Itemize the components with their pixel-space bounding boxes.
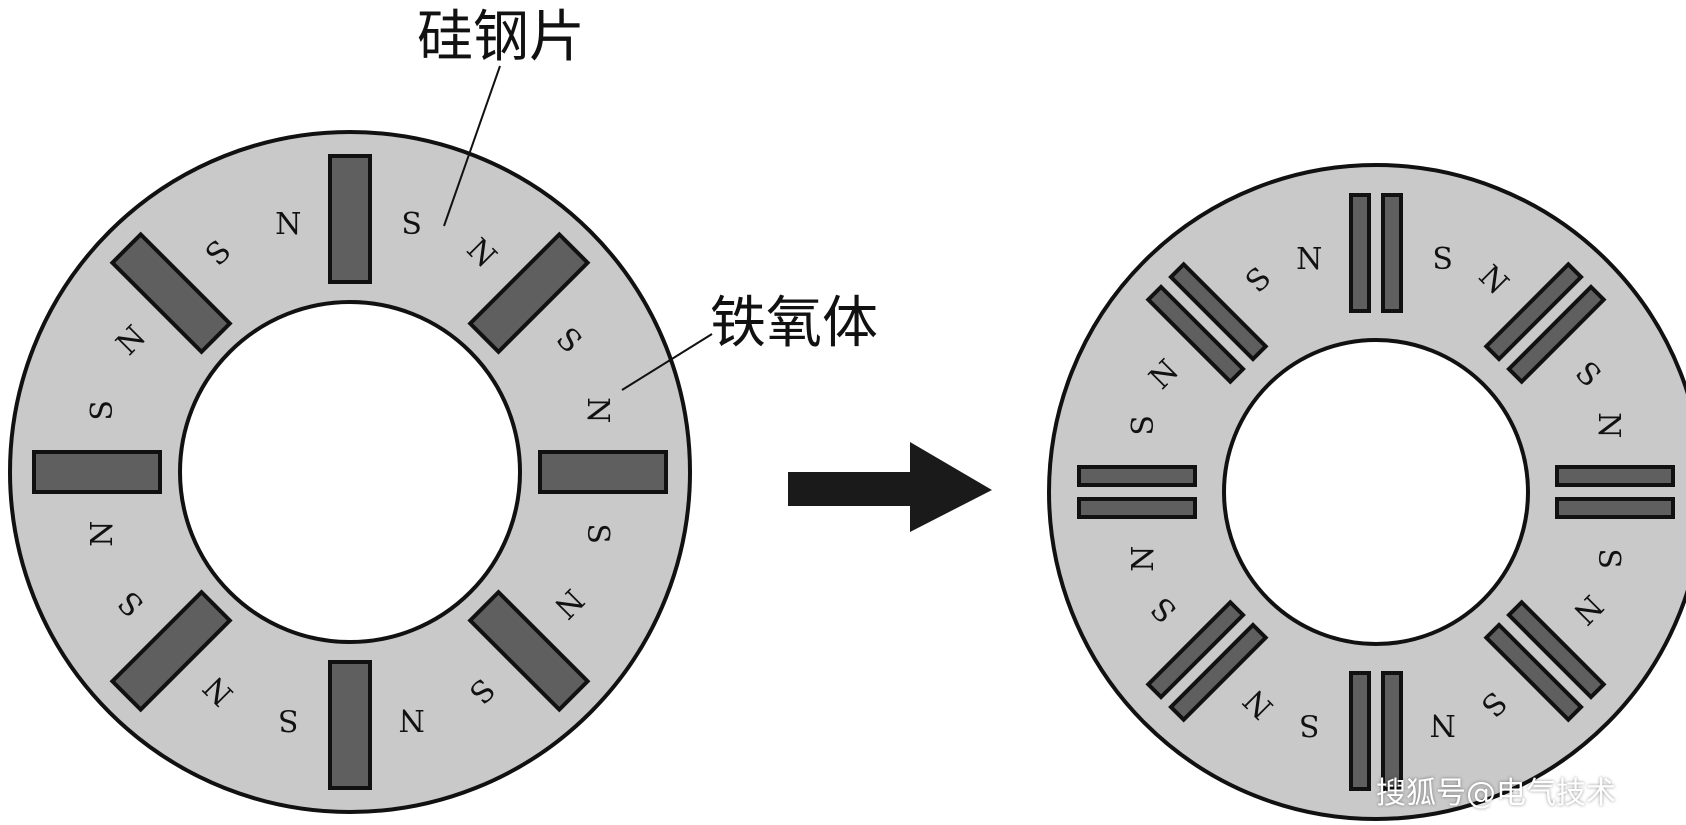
- rotor-after-magnet-5-b: [1349, 671, 1371, 791]
- rotor-before-pole-n-3: N: [580, 397, 615, 423]
- watermark: 搜狐号@电气技术: [1376, 776, 1616, 811]
- rotor-after-pole-s-7: S: [1126, 415, 1161, 436]
- rotor-after-magnet-7-b: [1077, 465, 1197, 487]
- rotor-after-magnet-8-b: [1168, 261, 1269, 362]
- rotor-before-magnet-3: [538, 450, 668, 494]
- rotor-after-pole-n-5: N: [1430, 707, 1456, 742]
- rotor-before-magnet-8: [109, 231, 233, 355]
- rotor-after-pole-n-7: N: [1126, 546, 1161, 572]
- lamination-label: 硅钢片: [417, 5, 585, 70]
- rotor-before-magnet-1: [328, 154, 372, 284]
- rotor-before-magnet-6: [109, 589, 233, 713]
- rotor-before-magnets: [32, 154, 668, 790]
- lamination-callout-line: [443, 65, 501, 227]
- transform-arrow: [788, 442, 992, 532]
- ferrite-label: 铁氧体: [710, 291, 878, 356]
- rotor-after-magnet-3-a: [1555, 465, 1675, 487]
- rotor-after-magnet-2-a: [1483, 261, 1584, 362]
- rotor-after-magnet-7-a: [1077, 497, 1197, 519]
- rotor-after-magnet-3-b: [1555, 497, 1675, 519]
- rotor-before-pole-s-7: S: [85, 400, 120, 421]
- rotor-before-magnet-5: [328, 660, 372, 790]
- rotor-before-magnet-4: [467, 589, 591, 713]
- rotor-after-magnets: [1077, 193, 1675, 791]
- rotor-after-bore: [1222, 338, 1530, 646]
- rotor-before-pole-n-1: N: [275, 207, 301, 242]
- rotor-after-magnet-5-a: [1381, 671, 1403, 791]
- rotor-after-pole-s-3: S: [1591, 548, 1626, 569]
- rotor-after-magnet-8-a: [1145, 284, 1246, 385]
- rotor-before-pole-n-7: N: [85, 521, 120, 547]
- ferrite-callout: 铁氧体: [621, 291, 878, 391]
- rotor-before-pole-n-5: N: [399, 702, 425, 737]
- rotor-before-bore: [178, 300, 522, 644]
- rotor-after-magnet-6-b: [1145, 599, 1246, 700]
- rotor-after-magnet-1-b: [1381, 193, 1403, 313]
- rotor-after-pole-n-1: N: [1296, 242, 1322, 277]
- ferrite-callout-line: [621, 333, 713, 391]
- rotor-before-magnet-2: [467, 231, 591, 355]
- rotor-before-pole-s-1: S: [401, 207, 422, 242]
- rotor-after-magnet-2-b: [1506, 284, 1607, 385]
- rotor-after-magnet-4-a: [1506, 599, 1607, 700]
- rotor-after-pole-s-1: S: [1432, 242, 1453, 277]
- rotor-before-pole-s-3: S: [580, 523, 615, 544]
- rotor-after-magnet-1-a: [1349, 193, 1371, 313]
- lamination-callout: 硅钢片: [417, 5, 585, 227]
- rotor-before-magnet-7: [32, 450, 162, 494]
- rotor-after-magnet-4-b: [1483, 622, 1584, 723]
- rotor-after-pole-n-3: N: [1591, 412, 1626, 438]
- rotor-after-magnet-6-a: [1168, 622, 1269, 723]
- rotor-after-pole-s-5: S: [1299, 707, 1320, 742]
- rotor-before-pole-s-5: S: [278, 702, 299, 737]
